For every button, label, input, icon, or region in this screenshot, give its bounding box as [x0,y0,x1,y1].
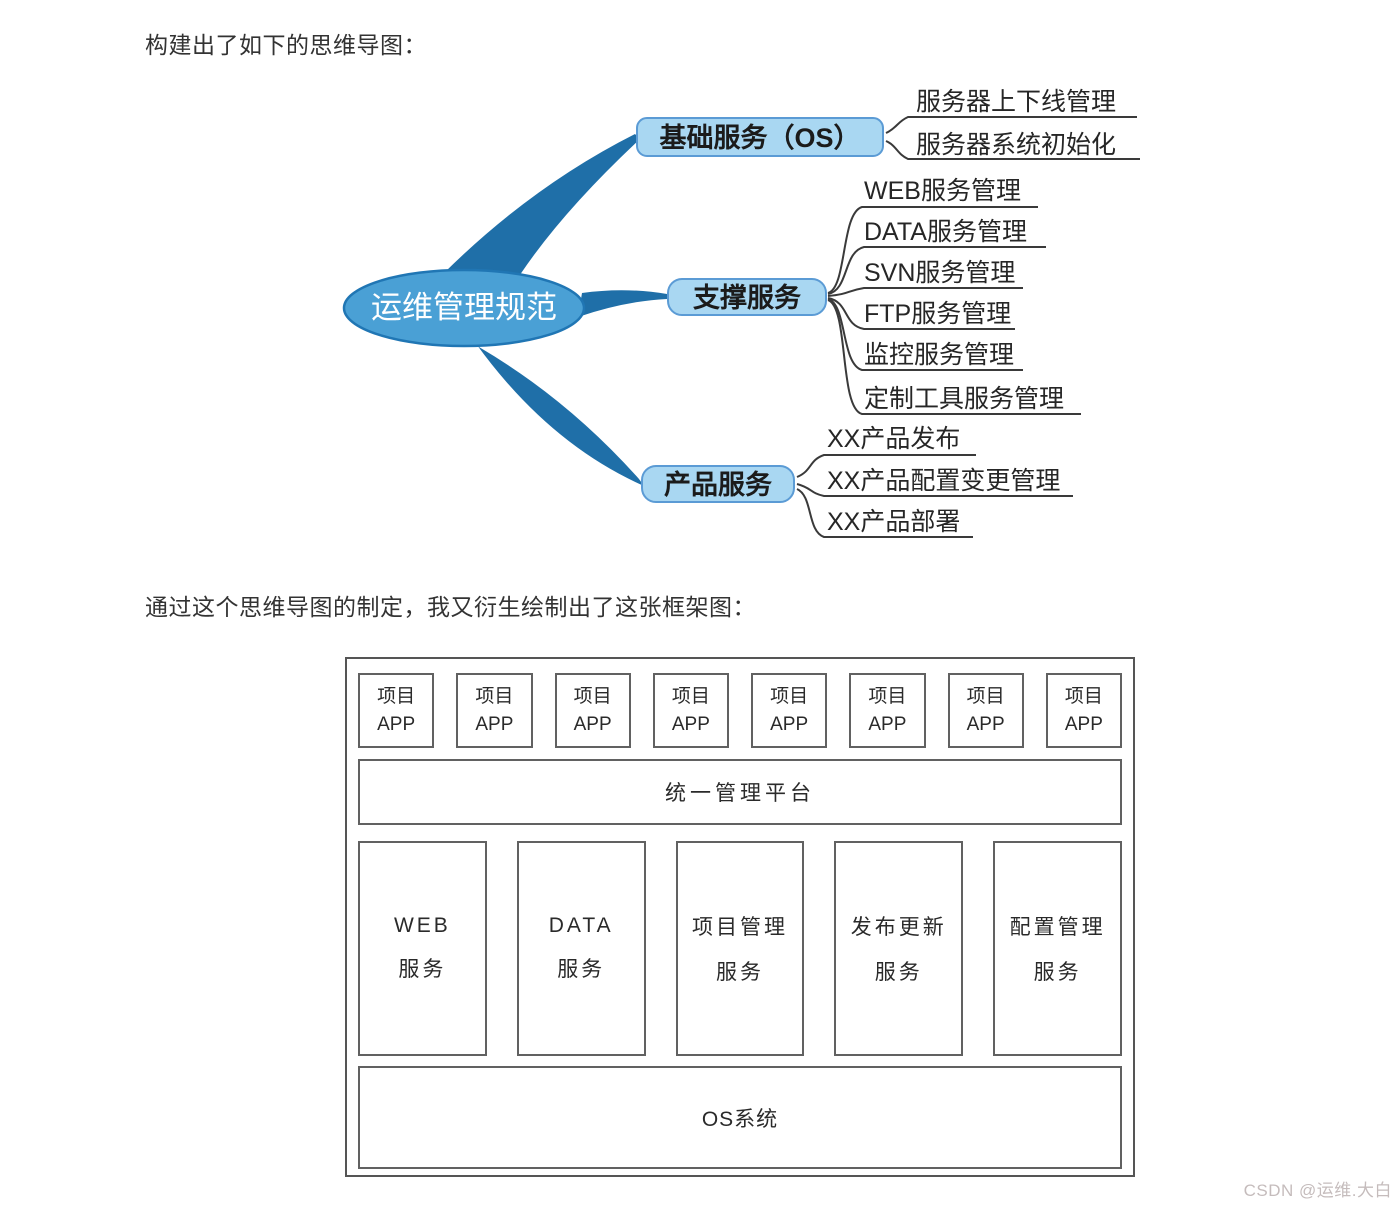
service-label-line1: 项目管理 [691,916,788,939]
service-box-release-update: 发布更新 服务 [834,841,964,1056]
leaf-label: 监控服务管理 [864,341,1014,369]
leaf-label: WEB服务管理 [864,177,1021,205]
leaf-underline [885,140,1140,160]
branch-wedge-bottom [450,331,644,486]
branch-node-support-services [667,278,827,316]
app-box: 项目 APP [554,673,631,748]
leaf-underline [827,246,1046,295]
os-box: OS系统 [358,1066,1122,1169]
service-label-line1: 配置管理 [1009,916,1106,939]
platform-box: 统一管理平台 [358,759,1122,825]
leaf-underline [796,483,1073,497]
app-box: 项目 APP [947,673,1024,748]
leaf-underline [885,116,1137,134]
root-label: 运维管理规范 [371,290,557,325]
app-box-label-line1: 项目 [671,685,710,707]
service-label-line2: 服务 [398,958,447,981]
leaf-label: FTP服务管理 [864,300,1011,328]
app-box-label-line2: APP [377,713,416,735]
leaf-label: SVN服务管理 [864,259,1015,287]
leaf-underline [827,298,1023,371]
branch-wedge-top [444,134,640,297]
branch-label-basic-services: 基础服务（OS） [659,123,860,153]
app-box-label-line2: APP [671,713,710,735]
branch-label-product-services: 产品服务 [664,470,772,500]
app-box-label-line2: APP [770,713,809,735]
leaf-label: XX产品发布 [827,425,960,453]
branch-node-product-services [641,465,795,503]
service-label-line1: WEB [393,914,451,937]
service-box-config-mgmt: 配置管理 服务 [993,841,1122,1056]
app-box-label-line1: 项目 [573,685,612,707]
leaf-label: 定制工具服务管理 [864,385,1064,413]
branch-label-support-services: 支撑服务 [693,283,801,313]
app-box-label-line2: APP [966,713,1005,735]
service-label-line2: 服务 [557,958,606,981]
leaf-underline [827,297,1015,330]
app-box-label-line1: 项目 [475,685,514,707]
service-box-web: WEB 服务 [358,841,487,1056]
root-ellipse [342,268,586,348]
leaf-underline [827,299,1081,415]
service-box-data: DATA 服务 [516,841,646,1056]
services-row: WEB 服务 DATA 服务 项目管理 服务 发布更新 服务 配置管理 服务 [358,841,1122,1056]
app-box: 项目 APP [358,673,435,748]
app-box-label-line2: APP [1064,713,1103,735]
app-box-label-line1: 项目 [1064,685,1103,707]
leaf-underline [827,287,1023,297]
leaf-label: XX产品部署 [827,508,960,536]
service-label-line2: 服务 [874,961,923,984]
app-box: 项目 APP [751,673,828,748]
app-box: 项目 APP [652,673,729,748]
app-box-label-line1: 项目 [868,685,907,707]
intro-paragraph-1: 构建出了如下的思维导图： [145,32,427,58]
app-box: 项目 APP [849,673,926,748]
app-box: 项目 APP [456,673,533,748]
branch-wedge-middle [578,290,667,317]
branch-node-basic-services [636,117,884,157]
service-label-line2: 服务 [715,961,764,984]
leaf-label: 服务器系统初始化 [916,131,1116,159]
leaf-underline [796,454,976,478]
leaf-label: XX产品配置变更管理 [827,467,1060,495]
app-box-label-line2: APP [573,713,612,735]
intro-paragraph-2: 通过这个思维导图的制定，我又衍生绘制出了这张框架图： [145,594,756,620]
app-row: 项目 APP 项目 APP 项目 APP 项目 APP 项目 APP 项目 AP… [358,673,1122,748]
csdn-watermark: CSDN @运维.大白 [1243,1181,1392,1200]
app-box-label-line2: APP [475,713,514,735]
framework-diagram: 项目 APP 项目 APP 项目 APP 项目 APP 项目 APP 项目 AP… [345,657,1135,1177]
service-label-line1: DATA [548,914,614,937]
service-label-line1: 发布更新 [850,916,947,939]
app-box-label-line1: 项目 [966,685,1005,707]
app-box-label-line2: APP [868,713,907,735]
app-box-label-line1: 项目 [770,685,809,707]
service-box-project-mgmt: 项目管理 服务 [675,841,805,1056]
service-label-line2: 服务 [1033,961,1082,984]
leaf-label: DATA服务管理 [864,218,1027,246]
app-box: 项目 APP [1045,673,1122,748]
leaf-underline [796,488,973,538]
leaf-underline [827,206,1038,294]
leaf-label: 服务器上下线管理 [916,88,1116,116]
mindmap-diagram: 运维管理规范 基础服务（OS） 服务器上下线管理 服务器系统初始化 支撑服务 W… [342,88,1140,538]
app-box-label-line1: 项目 [377,685,416,707]
